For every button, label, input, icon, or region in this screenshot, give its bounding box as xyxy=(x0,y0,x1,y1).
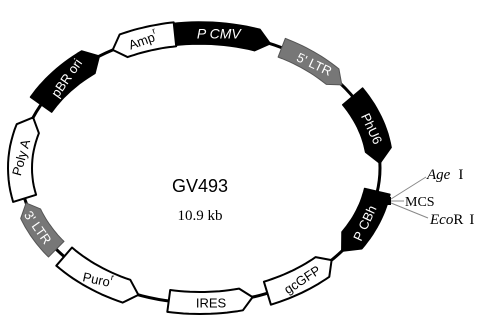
3ltr-arrow xyxy=(20,202,65,258)
gcgfp-arrow xyxy=(262,256,333,306)
pcmv-promoter-arrow xyxy=(163,21,272,52)
plasmid-size: 10.9 kb xyxy=(178,208,223,224)
mcs-leader-top xyxy=(390,176,427,200)
ires-label: IRES xyxy=(196,295,227,310)
mcs-leader-bottom xyxy=(390,202,429,219)
phu6-promoter-arrow xyxy=(341,87,392,165)
polya-arrow xyxy=(7,116,40,203)
plasmid-name: GV493 xyxy=(172,176,228,196)
mcs-marker xyxy=(367,197,391,205)
puro-label: Puror xyxy=(82,266,115,289)
puro-resistance-arrow xyxy=(55,246,140,304)
pcmv-label: P CMV xyxy=(197,26,242,42)
amp-resistance-arrow xyxy=(111,21,178,59)
ires-arrow xyxy=(166,287,254,315)
5ltr-arrow xyxy=(277,37,343,86)
mcs-label: MCS xyxy=(405,195,435,210)
pbr-ori-arrow xyxy=(29,50,101,113)
